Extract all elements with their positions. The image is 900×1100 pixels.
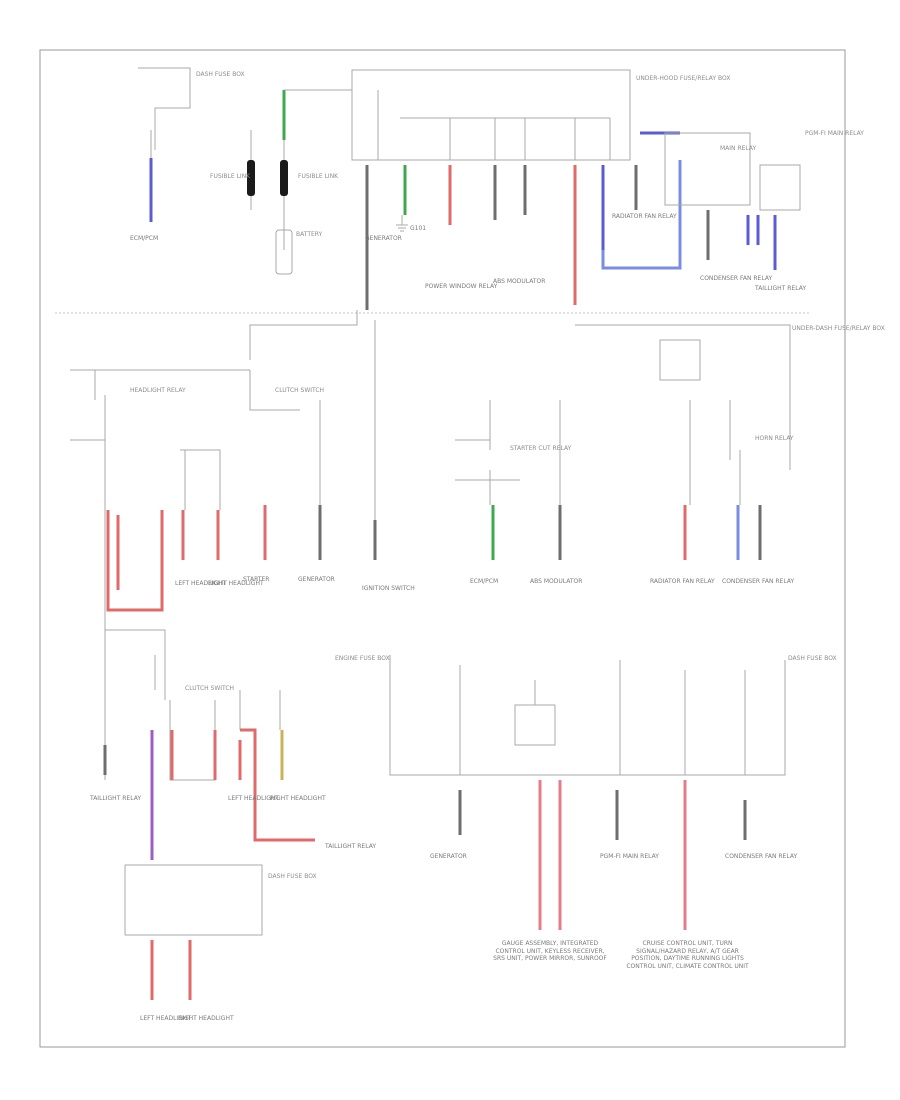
fusible-link-2-label: FUSIBLE LINK [298, 173, 339, 180]
headlight-box [124, 864, 263, 936]
battery-symbol [275, 229, 293, 275]
ignition-caption: IGNITION SWITCH [362, 585, 415, 592]
ground-symbol: G101 [396, 215, 426, 232]
taillight-2-caption: TAILLIGHT RELAY [89, 795, 141, 802]
right-headlight-caption: RIGHT HEADLIGHT [208, 580, 264, 587]
abs-2-caption: ABS MODULATOR [530, 578, 582, 585]
ecm-2-caption: ECM/PCM [470, 578, 498, 585]
ground-label: G101 [410, 225, 426, 232]
right-headlight-2-caption: RIGHT HEADLIGHT [270, 795, 326, 802]
condenser-2-caption: CONDENSER FAN RELAY [722, 578, 794, 585]
pgm-fi-label: PGM-FI MAIN RELAY [805, 130, 864, 137]
starter-caption: STARTER [243, 576, 269, 583]
red-route [240, 728, 315, 842]
condenser-3-caption: CONDENSER FAN RELAY [725, 853, 797, 860]
bottom-note-left: GAUGE ASSEMBLY, INTEGRATED CONTROL UNIT,… [493, 940, 607, 962]
dash-fuse-3-label: DASH FUSE BOX [788, 655, 837, 662]
radiator-2-caption: RADIATOR FAN RELAY [650, 578, 715, 585]
power-window-caption: POWER WINDOW RELAY [425, 283, 498, 290]
generator-caption: GENERATOR [365, 235, 402, 242]
red-loop-left [106, 510, 164, 612]
battery-label: BATTERY [296, 231, 323, 238]
right-headlight-3-caption: RIGHT HEADLIGHT [178, 1015, 234, 1022]
under-dash-label: UNDER-DASH FUSE/RELAY BOX [792, 325, 885, 332]
fusible-link-1-label: FUSIBLE LINK [210, 173, 251, 180]
blue-loop [601, 160, 682, 270]
main-relay-label: MAIN RELAY [720, 145, 757, 152]
pgm-caption: PGM-FI MAIN RELAY [600, 853, 659, 860]
right-taillight-caption: TAILLIGHT RELAY [324, 843, 376, 850]
headlight-relay-label: HEADLIGHT RELAY [130, 387, 186, 394]
abs-caption: ABS MODULATOR [493, 278, 545, 285]
horn-relay-label: HORN RELAY [755, 435, 794, 442]
top-section: DASH FUSE BOX BATTERY FUSIBLE LINK FUSIB… [130, 67, 864, 310]
starter-cut-relay-label: STARTER CUT RELAY [510, 445, 572, 452]
engine-fuse-box-label: ENGINE FUSE BOX [335, 655, 390, 662]
lower-right-section: ENGINE FUSE BOX DASH FUSE BOX GENERATOR … [335, 655, 837, 970]
dash-fuse-box-label: DASH FUSE BOX [196, 71, 245, 78]
middle-section: HEADLIGHT RELAY CLUTCH SWITCH LEFT HEADL… [70, 310, 885, 612]
battery-icon [247, 160, 288, 196]
clutch-switch-label: CLUTCH SWITCH [275, 387, 324, 394]
bottom-note-right: CRUISE CONTROL UNIT, TURN SIGNAL/HAZARD … [626, 940, 749, 970]
condenser-caption: CONDENSER FAN RELAY [700, 275, 772, 282]
generator-3-caption: GENERATOR [430, 853, 467, 860]
ecm-caption: ECM/PCM [130, 235, 158, 242]
left-relay-label: CLUTCH SWITCH [185, 685, 234, 692]
left-headlight-2-caption: LEFT HEADLIGHT [228, 795, 279, 802]
under-hood-fuse-label: UNDER-HOOD FUSE/RELAY BOX [636, 75, 730, 82]
radiator-caption: RADIATOR FAN RELAY [612, 213, 677, 220]
lower-left-section: CLUTCH SWITCH TAILLIGHT RELAY LEFT HEADL… [89, 520, 376, 1022]
dash-fuse-2-label: DASH FUSE BOX [268, 873, 317, 880]
left-headlight-3-caption: LEFT HEADLIGHT [140, 1015, 191, 1022]
taillight-caption: TAILLIGHT RELAY [754, 285, 806, 292]
left-headlight-caption: LEFT HEADLIGHT [175, 580, 226, 587]
generator-2-caption: GENERATOR [298, 576, 335, 583]
diagram-frame [39, 49, 846, 1048]
